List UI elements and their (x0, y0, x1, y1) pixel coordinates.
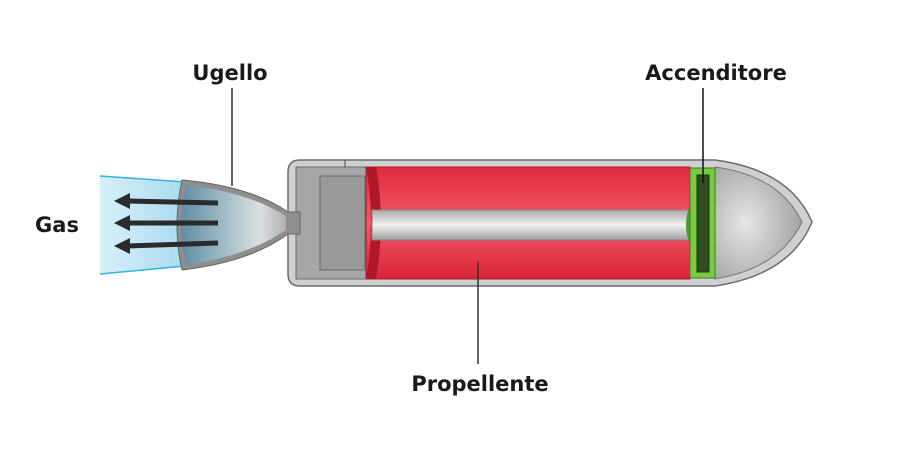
gas-label: Gas (35, 213, 79, 237)
igniter (686, 167, 716, 279)
igniter-label: Accenditore (645, 61, 787, 85)
propellant-label: Propellente (411, 372, 548, 396)
gas-flow-arrows (114, 193, 219, 254)
propellant-grain (365, 166, 691, 280)
nozzle-label: Ugello (192, 61, 267, 85)
